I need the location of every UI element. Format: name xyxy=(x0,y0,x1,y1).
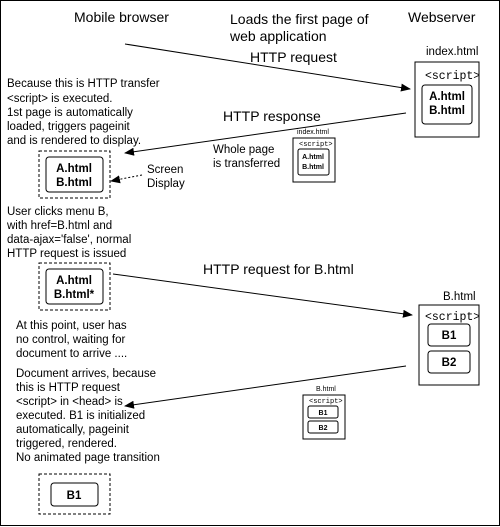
screen2-item-a: A.html xyxy=(56,275,92,287)
note4-line: executed. B1 is initialized xyxy=(16,410,145,422)
note4-line: No animated page transition xyxy=(16,452,160,464)
transfer-index-script-tag: <script> xyxy=(299,141,333,149)
http-response-label: HTTP response xyxy=(223,108,321,124)
transfer-b-item-b1-box xyxy=(307,405,339,419)
server-b-item-b2-box xyxy=(427,350,471,374)
note4-line: this is HTTP request xyxy=(16,382,121,394)
screen1-item-b: B.html xyxy=(56,177,92,189)
webserver-header: Webserver xyxy=(408,9,476,25)
note-document-arrives: Document arrives, because this is HTTP r… xyxy=(16,368,160,464)
transfer-b-filename: B.html xyxy=(316,386,336,393)
transfer-b-item-b2: B2 xyxy=(319,425,328,432)
whole-page-line1: Whole page xyxy=(213,144,274,156)
note3-line: document to arrive .... xyxy=(16,348,127,360)
http-response-b-arrow xyxy=(124,365,407,409)
note4-line: triggered, rendered. xyxy=(16,438,117,450)
screen2-content xyxy=(45,268,104,305)
note1-line: loaded, triggers pageinit xyxy=(7,121,131,133)
note1-line: Because this is HTTP transfer xyxy=(7,78,160,90)
http-request-b-label: HTTP request for B.html xyxy=(203,261,354,277)
note1-line: and is rendered to display. xyxy=(7,135,141,147)
server-b-item-b1-box xyxy=(427,323,471,347)
server-index-item-b: B.html xyxy=(429,105,465,117)
server-b-filename: B.html xyxy=(443,291,476,303)
note3-line: no control, waiting for xyxy=(16,334,125,346)
note2-line: with href=B.html and xyxy=(6,220,112,232)
server-index-script-tag: <script> xyxy=(425,70,480,83)
transfer-index-item-b: B.html xyxy=(302,164,324,171)
transfer-index-content xyxy=(297,148,330,176)
note4-line: automatically, pageinit xyxy=(16,424,130,436)
note3-line: At this point, user has xyxy=(16,320,127,332)
transfer-b-item-b2-box xyxy=(307,420,339,434)
screen1-content xyxy=(45,156,104,193)
screen-display-line2: Display xyxy=(147,178,185,190)
transfer-index-filename: index.html xyxy=(297,129,329,136)
note1-line: <script> is executed. xyxy=(7,93,112,105)
server-index-filename: index.html xyxy=(426,46,478,58)
server-index-content xyxy=(421,84,473,125)
http-request-b-arrow xyxy=(112,273,413,318)
http-response-arrow xyxy=(124,112,407,156)
server-index-item-a: A.html xyxy=(429,91,465,103)
note1-line: 1st page is automatically xyxy=(7,107,133,119)
screen1-item-a: A.html xyxy=(56,163,92,175)
screen-display-line1: Screen xyxy=(147,164,183,176)
note2-line: data-ajax='false', normal xyxy=(7,234,131,246)
screen2-item-b: B.html* xyxy=(54,289,95,301)
screen-display-arrow xyxy=(110,174,143,184)
server-b-item-b1: B1 xyxy=(442,330,457,342)
http-request-arrow xyxy=(124,43,411,92)
whole-page-line2: is transferred xyxy=(213,158,280,170)
screen3-content xyxy=(50,482,99,507)
loads-first-page-line2: web application xyxy=(229,28,327,44)
mobile-browser-header: Mobile browser xyxy=(74,9,169,25)
note-waiting: At this point, user has no control, wait… xyxy=(16,320,127,360)
screen3-item-b1: B1 xyxy=(67,490,82,502)
note-http-transfer: Because this is HTTP transfer <script> i… xyxy=(7,78,160,147)
server-b-script-tag: <script> xyxy=(425,311,480,324)
transfer-b-item-b1: B1 xyxy=(319,410,328,417)
server-b-item-b2: B2 xyxy=(442,357,457,369)
note4-line: <script> in <head> is xyxy=(16,396,123,408)
transfer-index-item-a: A.html xyxy=(302,154,324,161)
note2-line: HTTP request is issued xyxy=(7,248,126,260)
transfer-b-script-tag: <script> xyxy=(309,398,343,406)
note2-line: User clicks menu B, xyxy=(7,206,109,218)
loads-first-page-line1: Loads the first page of xyxy=(230,11,369,27)
note-user-clicks: User clicks menu B, with href=B.html and… xyxy=(6,206,131,260)
note4-line: Document arrives, because xyxy=(16,368,156,380)
http-request-label: HTTP request xyxy=(250,49,337,65)
